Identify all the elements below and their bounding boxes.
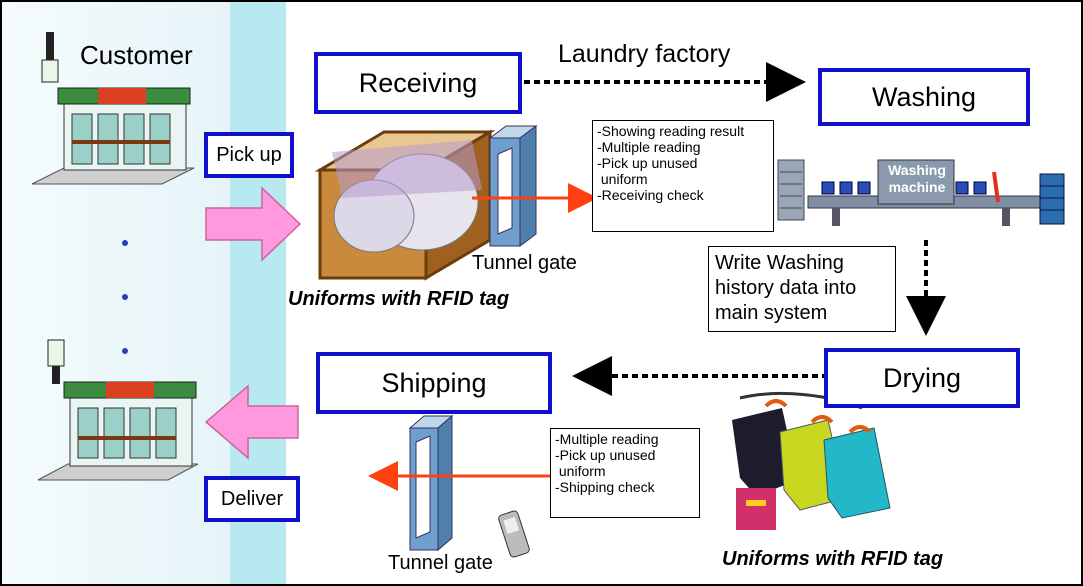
shipping-note-line: -Multiple reading	[555, 431, 659, 447]
shipping-note-line: uniform	[555, 463, 606, 479]
washing-box: Washing	[818, 68, 1030, 126]
tunnel-gate-bottom-icon	[408, 414, 454, 552]
store-icon-bottom	[37, 339, 199, 481]
washing-history-line: Write Washing	[715, 252, 844, 274]
shipping-note-line: -Pick up unused	[555, 447, 656, 463]
tunnel-gate-bottom-label: Tunnel gate	[388, 552, 493, 574]
handheld-reader-icon	[498, 510, 530, 558]
receiving-note-line: -Pick up unused	[597, 155, 698, 171]
pickup-arrow	[205, 186, 302, 262]
washing-conveyor-icon	[777, 159, 1065, 226]
store-icon-top	[31, 32, 195, 185]
uniforms-bottom-label: Uniforms with RFID tag	[722, 548, 944, 570]
receiving-note: -Showing reading result -Multiple readin…	[592, 120, 774, 232]
shipping-note-line: -Shipping check	[555, 479, 655, 495]
receiving-box: Receiving	[314, 52, 522, 114]
customer-label: Customer	[80, 40, 193, 70]
ellipsis-dot-1	[122, 240, 128, 246]
washing-machine-label: Washing machine	[888, 162, 946, 195]
receiving-note-line: -Receiving check	[597, 187, 704, 203]
shipping-box: Shipping	[316, 352, 552, 414]
clothes-rack-icon	[732, 391, 891, 530]
washing-history-line: main system	[715, 302, 828, 324]
ellipsis-dot-3	[122, 348, 128, 354]
deliver-label-box: Deliver	[204, 476, 300, 522]
factory-label: Laundry factory	[558, 40, 731, 68]
ellipsis-dot-2	[122, 294, 128, 300]
receiving-note-line: uniform	[597, 171, 648, 187]
shipping-note: -Multiple reading -Pick up unused unifor…	[550, 428, 700, 518]
washing-history-note: Write Washing history data into main sys…	[708, 246, 896, 332]
tunnel-gate-top-icon	[488, 125, 538, 247]
uniforms-top-label: Uniforms with RFID tag	[288, 288, 510, 310]
tunnel-gate-top-label: Tunnel gate	[472, 252, 577, 274]
pickup-label-box: Pick up	[204, 132, 294, 178]
drying-box: Drying	[824, 348, 1020, 408]
uniform-box-icon	[314, 129, 496, 281]
washing-history-line: history data into	[715, 277, 857, 299]
receiving-note-line: -Multiple reading	[597, 139, 701, 155]
receiving-note-line: -Showing reading result	[597, 123, 745, 139]
deliver-arrow	[204, 384, 299, 460]
